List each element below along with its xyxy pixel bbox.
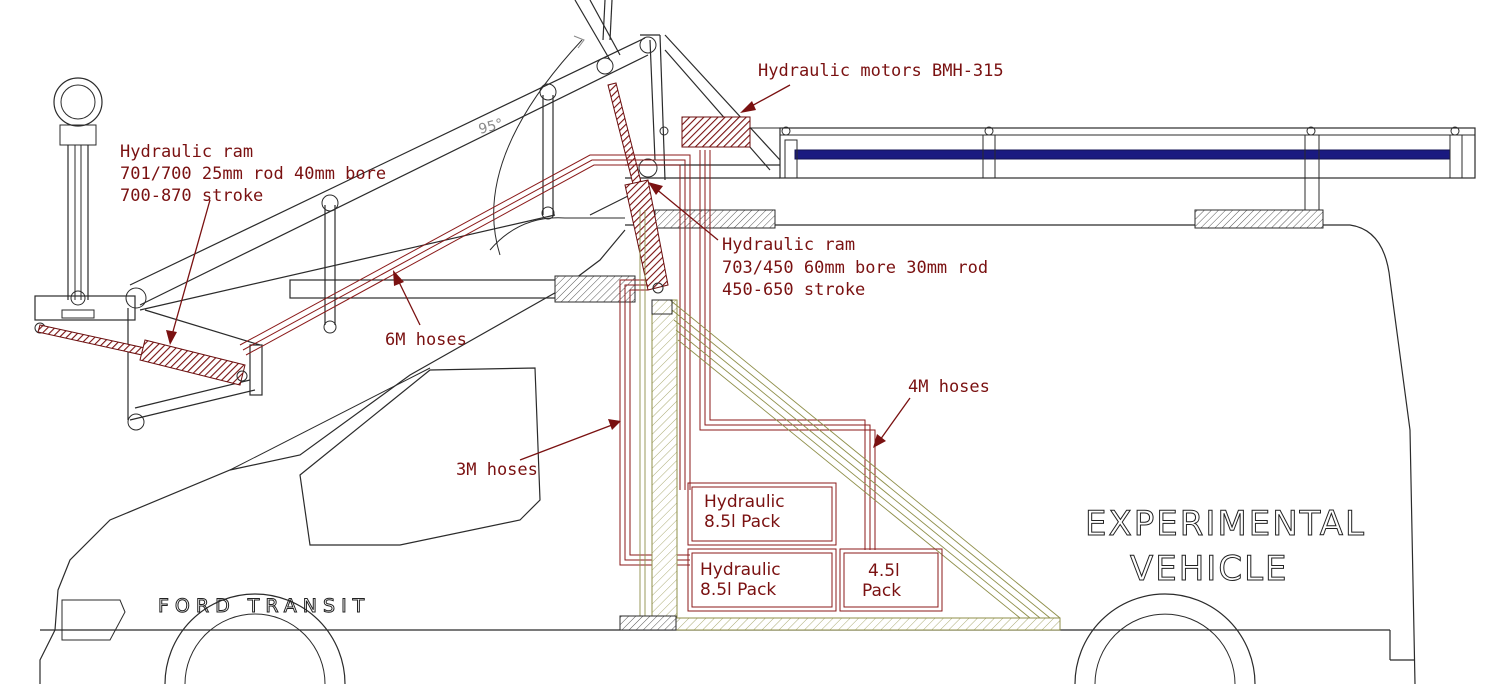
crane-mast [574,0,781,181]
label-angle: 95° [477,116,505,138]
hydraulic-motor [681,116,780,148]
pack-1-line2: 8.5l Pack [704,512,780,532]
hydraulic-ram-boom [37,324,248,386]
label-ram1-line1: Hydraulic ram [120,142,253,162]
vehicle-text-line2: VEHICLE [1130,549,1289,589]
label-3m-hoses: 3M hoses [456,460,538,480]
brand-text: FORD TRANSIT [158,595,370,617]
pack-1: Hydraulic 8.5l Pack [687,482,837,546]
label-ram2-line1: Hydraulic ram [722,235,855,255]
label-4m-hoses: 4M hoses [908,377,990,397]
label-hydraulic-motors: Hydraulic motors BMH-315 [758,61,1004,81]
label-ram2-line2: 703/450 60mm bore 30mm rod [722,258,988,278]
pack-3: 4.5l Pack [839,548,943,612]
vehicle-text-line1: EXPERIMENTAL [1085,504,1366,544]
pack-2-line2: 8.5l Pack [700,580,776,600]
pack-2: Hydraulic 8.5l Pack [687,548,837,612]
label-6m-hoses: 6M hoses [385,330,467,350]
hook-assembly [34,77,136,334]
pack-3-line2: Pack [862,581,901,601]
pack-1-line1: Hydraulic [704,492,785,512]
label-ram1-line2: 701/700 25mm rod 40mm bore [120,164,386,184]
support-frame [619,210,1061,631]
label-ram1-line3: 700-870 stroke [120,186,263,206]
label-ram2-line3: 450-650 stroke [722,280,865,300]
pack-3-line1: 4.5l [868,561,900,581]
pack-2-line1: Hydraulic [700,560,781,580]
crane-boom [125,35,649,431]
